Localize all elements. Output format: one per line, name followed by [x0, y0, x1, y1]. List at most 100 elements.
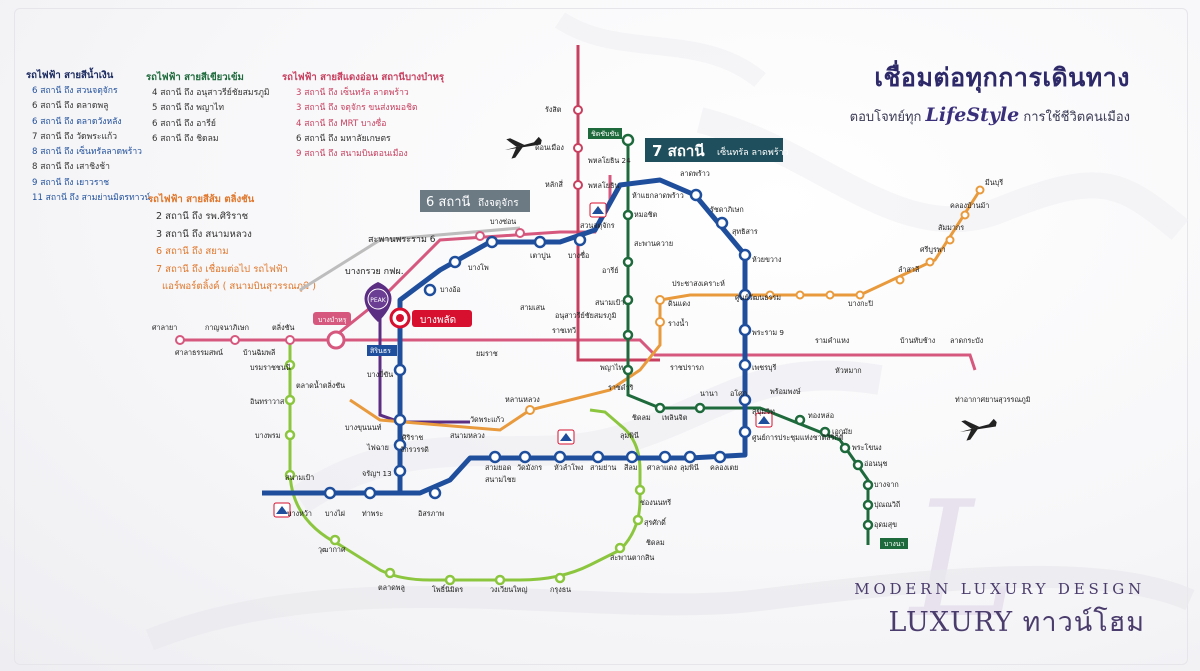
station-dot: [632, 514, 644, 526]
station-label: ราชดำริ: [608, 383, 633, 392]
station-dot: [515, 228, 525, 238]
station-label: ราชเทวี: [552, 326, 576, 335]
legend-item: 4 สถานี ถึง อนุสาวรีย์ชัยสมรภูมิ: [152, 88, 270, 98]
station-label: สีลม: [624, 463, 638, 472]
station-dot: [862, 519, 874, 531]
station-label: บางขุนนนท์: [345, 423, 382, 432]
station-dot: [683, 450, 697, 464]
light-green-stations: [284, 359, 646, 586]
mrt-logo-icon: [589, 202, 607, 218]
station-dot: [525, 405, 535, 415]
legend-item: 7 สถานี ถึง เชื่อมต่อไป รถไฟฟ้า: [156, 263, 288, 275]
legend-item: 6 สถานี ถึง ตลาดพลู: [32, 101, 109, 112]
station-label: ลำสาลี: [898, 265, 919, 274]
callout-seven-big: 7 สถานี: [652, 142, 705, 160]
station-label: เพลินจิต: [662, 413, 688, 422]
station-dot: [839, 442, 851, 454]
station-dot: [738, 248, 752, 262]
station-label: กาญจนาภิเษก: [205, 323, 249, 332]
station-dot: [573, 180, 583, 190]
station-label: บางกรวย กฟผ.: [345, 267, 404, 277]
station-label: ลุมพินี: [680, 463, 699, 472]
station-dot: [625, 450, 639, 464]
bangphlat-marker-inner: [396, 314, 404, 322]
station-label: ประชาสงเคราะห์: [672, 279, 725, 288]
station-label: สุทธิสาร: [732, 227, 758, 236]
station-label: ศาลายา: [152, 323, 177, 332]
station-dot: [925, 257, 935, 267]
legend-blue-title: รถไฟฟ้า สายสีน้ำเงิน: [26, 70, 114, 81]
station-label: อินทราวาส: [250, 397, 285, 406]
station-dot: [622, 364, 634, 376]
station-label: ท่าพระ: [362, 509, 383, 518]
station-label: ดินแดง: [668, 299, 690, 308]
station-dot: [689, 188, 703, 202]
station-label: บางซื่อ: [568, 251, 589, 260]
station-label: อิสรภาพ: [418, 509, 444, 518]
station-dot: [554, 572, 566, 584]
station-dot: [694, 402, 706, 414]
pink-stations: [175, 228, 525, 345]
station-label: วงเวียนใหญ่: [490, 585, 528, 594]
station-dot: [485, 235, 499, 249]
station-label: จักรวรรดิ: [400, 445, 429, 454]
station-label: สนามไชย: [485, 475, 516, 484]
brand-name: LUXURY ทาวน์โฮม: [888, 607, 1145, 638]
station-dot: [553, 450, 567, 464]
station-dot: [655, 295, 665, 305]
legend-item: 8 สถานี ถึง เซ็นทรัลลาดพร้าว: [32, 147, 143, 158]
station-dot: [855, 290, 865, 300]
station-label: สวนจตุจักร: [580, 221, 615, 230]
callout-six-stations: 6 สถานี ถึงจตุจักร: [420, 190, 530, 212]
station-dot: [622, 329, 634, 341]
station-dot: [230, 335, 240, 345]
station-label: สะพานพระราม 6: [368, 235, 436, 245]
line-purple: [378, 310, 470, 424]
green-stations: [621, 133, 874, 531]
station-dot: [975, 185, 985, 195]
station-dot: [423, 283, 437, 297]
station-label: กรุงธน: [550, 585, 571, 594]
station-label: บ้านทับช้าง: [900, 336, 935, 345]
station-label: บางกะปิ: [848, 299, 873, 308]
blue-stations: [323, 188, 752, 500]
station-dot: [488, 450, 502, 464]
station-label: นานา: [700, 389, 718, 398]
legend-orange: รถไฟฟ้า สายสีส้ม ตลิ่งชัน 2 สถานี ถึง รพ…: [148, 192, 316, 296]
headline-title: เชื่อมต่อทุกการเดินทาง: [874, 63, 1130, 92]
station-label: เอกมัย: [832, 427, 852, 436]
station-dot: [329, 534, 341, 546]
station-label: สนามหลวง: [450, 431, 485, 440]
brand-block: MODERN LUXURY DESIGN LUXURY ทาวน์โฮม: [845, 580, 1145, 643]
line-red: [576, 45, 660, 362]
station-label: รัชดาภิเษก: [710, 205, 744, 214]
station-dot: [284, 359, 296, 371]
station-dot: [655, 317, 665, 327]
station-dot: [715, 216, 729, 230]
station-label: บางโพ: [468, 263, 489, 272]
red-stations: [573, 105, 583, 190]
line-blue: [262, 177, 748, 496]
station-label: ศาลาธรรมสพน์: [175, 348, 223, 357]
legend-item: 7 สถานี ถึง วัดพระแก้ว: [32, 131, 118, 142]
terminal-mochit-top: ชิดชับชัน: [591, 130, 619, 138]
station-label: หมอชิต: [634, 210, 658, 219]
station-label: ชิดลม: [646, 538, 665, 547]
station-dot: [852, 459, 864, 471]
station-dot: [448, 255, 462, 269]
legend-item: แอร์พอร์ตลิ้งค์ ( สนามบินสุวรรณภูมิ ): [162, 281, 317, 292]
station-dot: [960, 210, 970, 220]
station-label: ดอนเมือง: [535, 143, 564, 152]
legend-item: 8 สถานี ถึง เสาชิงช้า: [32, 162, 110, 173]
legend-item: 6 สถานี ถึง ชิดลม: [152, 133, 219, 144]
station-label: สะพานควาย: [634, 239, 673, 248]
legend-dark-green: รถไฟฟ้า สายสีเขียวเข้ม 4 สถานี ถึง อนุสา…: [146, 70, 270, 147]
station-dot: [393, 438, 407, 452]
station-dot: [738, 288, 752, 302]
headline-subtitle: ตอบโจทย์ทุก LifeStyle การใช้ชีวิตคนเมือง: [780, 104, 1130, 127]
legend-item: 3 สถานี ถึง เซ็นทรัล ลาดพร้าว: [296, 88, 409, 98]
terminal-bang-na: บางนา: [884, 540, 905, 548]
callout-bangphlat: บางพลัด: [412, 310, 472, 327]
legend-item: 11 สถานี ถึง สามย่านมิตรทาวน์: [32, 193, 151, 204]
